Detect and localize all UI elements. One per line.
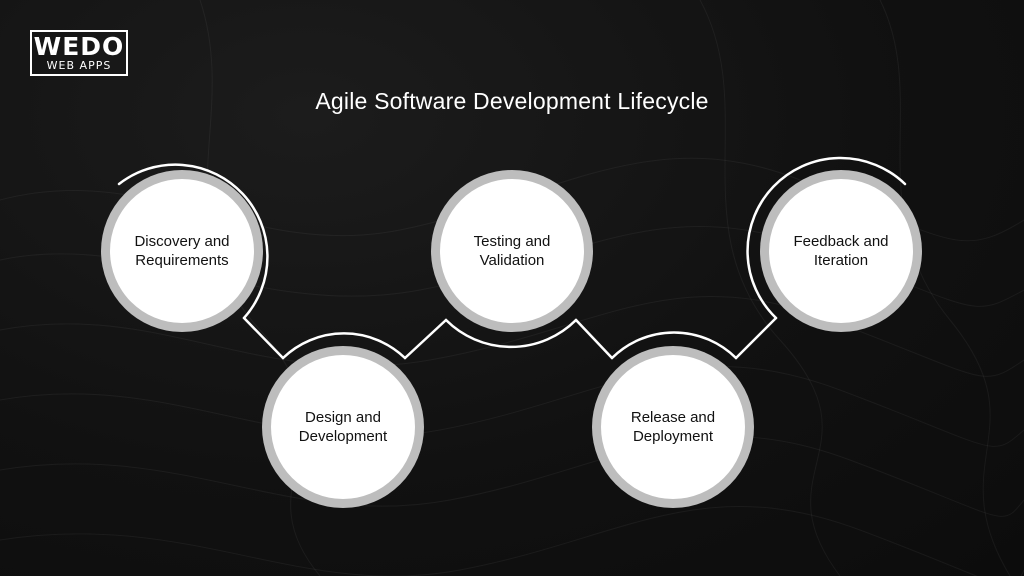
connector-3-4 xyxy=(574,318,614,360)
arc-step-2 xyxy=(281,332,407,360)
logo-wordmark: WEDO xyxy=(33,32,125,61)
step-circle: Feedback and Iteration xyxy=(769,179,913,323)
step-label: Release and Deployment xyxy=(630,409,716,445)
step-label: Design and Development xyxy=(298,409,388,445)
step-label: Testing and Validation xyxy=(473,233,551,269)
arc-step-3 xyxy=(444,318,578,349)
step-circle: Release and Deployment xyxy=(601,355,745,499)
logo-tagline: WEB APPS xyxy=(46,59,112,72)
brand-logo: WEDO WEB APPS xyxy=(30,30,128,76)
arc-step-1 xyxy=(117,163,269,320)
step-label: Feedback and Iteration xyxy=(793,233,889,269)
connector-4-5 xyxy=(734,316,778,360)
step-label: Discovery and Requirements xyxy=(134,233,230,269)
step-testing: Testing and Validation xyxy=(431,170,593,332)
step-feedback: Feedback and Iteration xyxy=(760,170,922,332)
step-discovery: Discovery and Requirements xyxy=(101,170,263,332)
step-release: Release and Deployment xyxy=(592,346,754,508)
step-design: Design and Development xyxy=(262,346,424,508)
page-title: Agile Software Development Lifecycle xyxy=(315,88,709,114)
arc-step-4 xyxy=(610,331,738,360)
step-circle: Testing and Validation xyxy=(440,179,584,323)
step-circle: Discovery and Requirements xyxy=(110,179,254,323)
step-circle: Design and Development xyxy=(271,355,415,499)
connector-2-3 xyxy=(403,318,448,360)
connector-1-2 xyxy=(242,316,285,360)
arc-step-5 xyxy=(746,156,907,320)
